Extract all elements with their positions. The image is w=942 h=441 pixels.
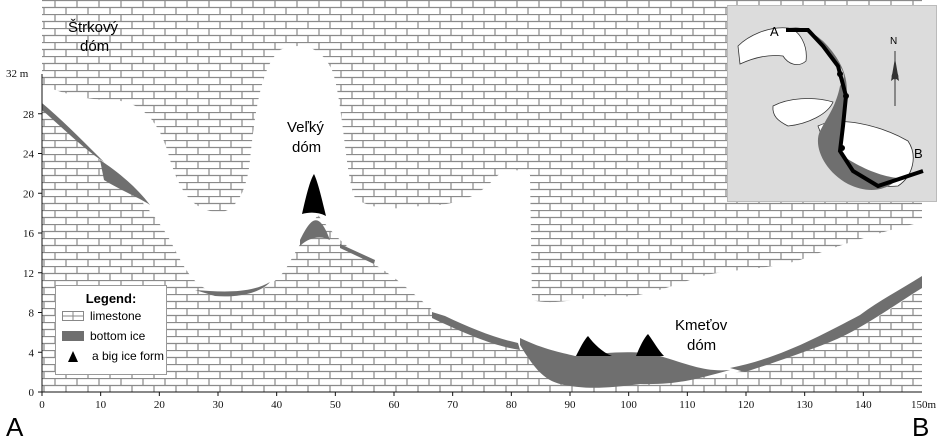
dome-strkovy-line1: Štrkový bbox=[68, 19, 119, 36]
legend-item-big-ice-form: a big ice form bbox=[56, 346, 166, 366]
x-tick-label: 120 bbox=[738, 399, 755, 411]
section-point-a: A bbox=[6, 412, 24, 441]
y-tick-label: 0 bbox=[29, 387, 35, 399]
x-tick-label: 60 bbox=[389, 399, 401, 411]
x-tick-label: 70 bbox=[447, 399, 459, 411]
bottom-ice-layers bbox=[42, 103, 922, 388]
north-arrow-label: N bbox=[890, 36, 897, 47]
legend-item-bottom-ice: bottom ice bbox=[56, 326, 166, 346]
limestone-mass bbox=[42, 0, 922, 392]
x-tick-label: 130 bbox=[796, 399, 813, 411]
big-ice-form-kmetov-2 bbox=[636, 334, 664, 356]
inset-point-b: B bbox=[914, 146, 923, 161]
legend-item-limestone: limestone bbox=[56, 306, 166, 326]
y-tick-label: 4 bbox=[29, 347, 35, 359]
x-tick-label: 100 bbox=[620, 399, 637, 411]
dome-kmetov-line1: Kmeťov bbox=[675, 317, 728, 334]
big-ice-form-veliky bbox=[302, 174, 326, 216]
dome-veliky-line2: dóm bbox=[292, 139, 321, 156]
x-tick-label: 30 bbox=[213, 399, 225, 411]
x-tick-label: 0 bbox=[39, 399, 45, 411]
limestone-swatch bbox=[62, 311, 84, 321]
y-unit-label: 32 m bbox=[6, 68, 29, 80]
dome-strkovy-line2: dóm bbox=[80, 38, 109, 55]
y-tick-label: 20 bbox=[23, 188, 35, 200]
x-axis-ticks: 0 10 20 30 40 50 60 70 80 90 100 110 120 130 140 bbox=[39, 392, 872, 411]
x-tick-label: 10 bbox=[95, 399, 107, 411]
x-tick-label: 140 bbox=[855, 399, 872, 411]
y-tick-label: 28 bbox=[23, 109, 35, 121]
ice-swatch bbox=[62, 331, 84, 341]
x-tick-label: 50 bbox=[330, 399, 342, 411]
x-tick-label: 80 bbox=[506, 399, 518, 411]
x-tick-label: 40 bbox=[271, 399, 283, 411]
big-ice-form-kmetov-1 bbox=[576, 336, 612, 356]
legend-title: Legend: bbox=[85, 291, 137, 306]
x-tick-label: 110 bbox=[679, 399, 696, 411]
legend-label: a big ice form bbox=[92, 349, 165, 363]
y-tick-label: 24 bbox=[23, 149, 35, 161]
big-ice-forms bbox=[302, 174, 664, 356]
inset-point-a: A bbox=[770, 24, 779, 39]
legend-label: bottom ice bbox=[90, 329, 146, 343]
dome-kmetov-line2: dóm bbox=[687, 337, 716, 354]
y-tick-label: 12 bbox=[23, 268, 34, 280]
x-tick-label: 90 bbox=[565, 399, 577, 411]
legend-label: limestone bbox=[90, 309, 142, 323]
legend: Legend: limestone bottom ice a big ice f… bbox=[55, 285, 167, 375]
y-tick-label: 16 bbox=[23, 228, 35, 240]
y-tick-label: 8 bbox=[29, 308, 35, 320]
y-axis-ticks: 28 24 20 16 12 8 4 0 bbox=[23, 109, 42, 399]
triangle-icon bbox=[68, 350, 78, 362]
cave-plan-map: A B N bbox=[737, 24, 924, 190]
x-unit-label: 150m bbox=[911, 399, 937, 411]
x-tick-label: 20 bbox=[154, 399, 166, 411]
inset-map: A B N bbox=[727, 5, 937, 202]
dome-veliky-line1: Veľký bbox=[287, 119, 324, 136]
section-point-b: B bbox=[912, 412, 929, 441]
